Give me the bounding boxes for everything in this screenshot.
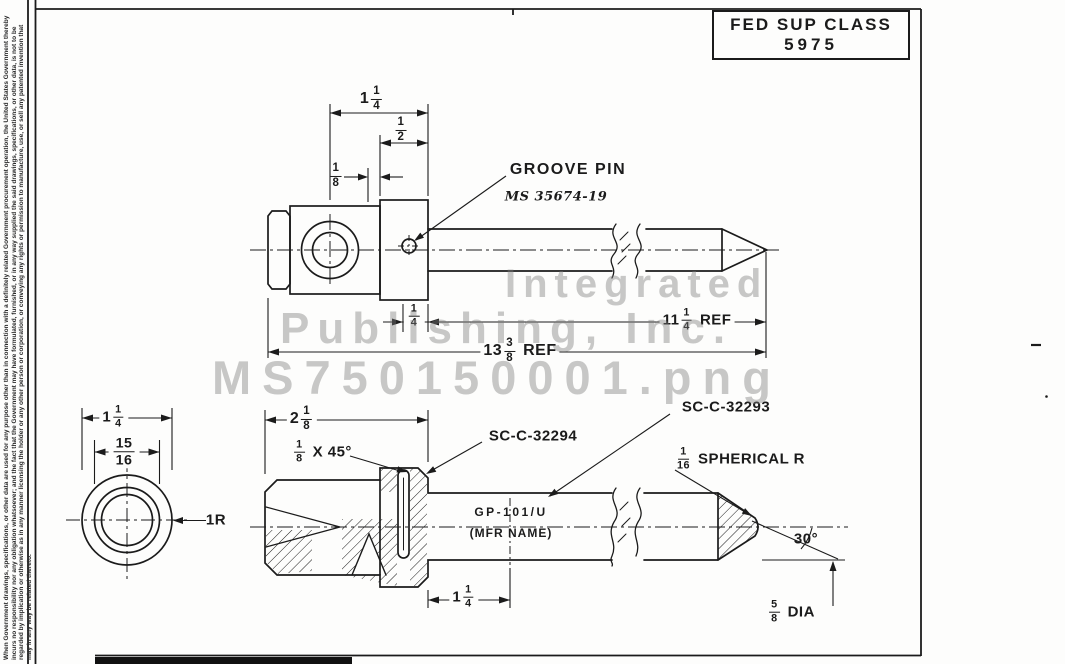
dimension-arrows bbox=[82, 109, 837, 604]
dim-suffix: SPHERICAL R bbox=[698, 450, 805, 468]
dim-whole: 1 bbox=[359, 90, 370, 107]
fed-sup-class-code: 5975 bbox=[784, 35, 838, 54]
sheet-borders bbox=[27, 0, 1048, 664]
radius-callout: 1R bbox=[205, 511, 227, 529]
part-marking-line2: (MFR NAME) bbox=[469, 526, 553, 540]
side-view-centerlines bbox=[250, 214, 780, 286]
dim-suffix: REF bbox=[699, 311, 732, 329]
dim-whole: 1 bbox=[102, 408, 112, 426]
finish-spec-2-callout: SC-C-32293 bbox=[681, 398, 771, 416]
dim-suffix: X 45° bbox=[312, 443, 352, 461]
groove-pin-callout: GROOVE PIN bbox=[509, 161, 627, 178]
fed-sup-class-label: FED SUP CLASS bbox=[730, 15, 892, 34]
dim-whole: 2 bbox=[289, 410, 300, 427]
groove-pin-spec: MS 35674-19 bbox=[504, 189, 608, 205]
section-view-centerlines bbox=[250, 498, 848, 565]
dim-suffix: DIA bbox=[787, 603, 815, 621]
part-marking-line1: GP-101/U bbox=[474, 505, 548, 519]
title-block: FED SUP CLASS 5975 bbox=[712, 10, 910, 60]
finish-spec-1-callout: SC-C-32294 bbox=[488, 427, 578, 445]
margin-legal-note: When Government drawings, specifications… bbox=[3, 15, 33, 660]
dim-suffix: REF bbox=[523, 342, 557, 359]
dim-whole: 11 bbox=[662, 311, 680, 329]
dim-whole: 1 bbox=[452, 588, 462, 606]
tip-angle-label: 30° bbox=[793, 530, 819, 548]
end-view-centerlines bbox=[66, 458, 190, 582]
dim-whole: 13 bbox=[483, 342, 503, 359]
